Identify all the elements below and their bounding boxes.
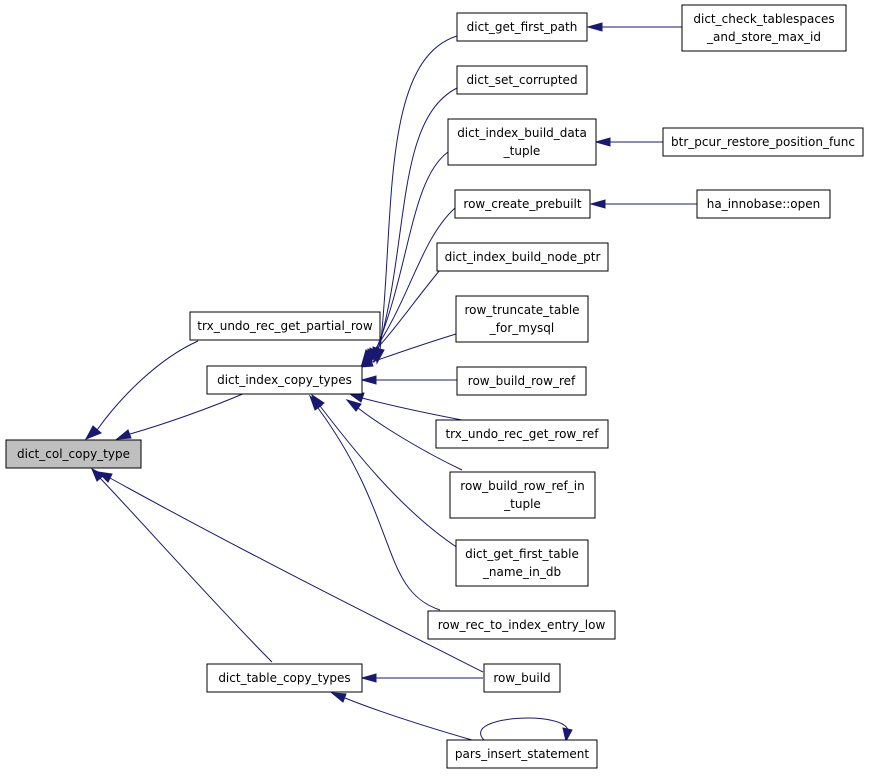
node-row-rec-to-index-entry-low[interactable]: row_rec_to_index_entry_low (427, 610, 616, 640)
node-label: row_build_row_ref (468, 374, 576, 388)
node-label: row_build (493, 671, 550, 685)
node-label-line1: dict_check_tablespaces (693, 12, 834, 26)
node-row-create-prebuilt[interactable]: row_create_prebuilt (454, 189, 591, 219)
node-dict-get-first-path[interactable]: dict_get_first_path (456, 12, 588, 42)
edge-pars-insert-statement-self-loop (480, 717, 573, 743)
edge-row-build-row-ref-to-dict-index-copy-types (360, 375, 457, 385)
node-dict-table-copy-types[interactable]: dict_table_copy_types (206, 663, 363, 693)
node-label-line2: _and_store_max_id (706, 30, 821, 44)
node-label-line2: _for_mysql (489, 321, 555, 335)
node-row-build[interactable]: row_build (483, 663, 561, 693)
edge-dict-get-first-table-name-in-db-to-dict-index-copy-types (310, 393, 459, 549)
node-dict-get-first-table-name-in-db[interactable]: dict_get_first_table _name_in_db (455, 539, 589, 587)
node-label: trx_undo_rec_get_partial_row (197, 319, 373, 333)
node-label-line1: row_build_row_ref_in (460, 479, 584, 493)
node-label: dict_index_copy_types (217, 373, 352, 387)
node-label: dict_col_copy_type (17, 447, 130, 461)
node-label: dict_index_build_node_ptr (445, 250, 601, 264)
node-label-line1: dict_index_build_data (457, 126, 587, 140)
node-dict-check-tablespaces-and-store-max-id[interactable]: dict_check_tablespaces _and_store_max_id (681, 4, 847, 52)
node-label: row_rec_to_index_entry_low (438, 618, 606, 632)
node-btr-pcur-restore-position-func[interactable]: btr_pcur_restore_position_func (662, 127, 864, 157)
node-label: dict_set_corrupted (466, 73, 577, 87)
edge-dict-table-copy-types-to-dict-col-copy-type (91, 467, 273, 663)
node-dict-index-build-node-ptr[interactable]: dict_index_build_node_ptr (436, 242, 609, 272)
node-label: ha_innobase::open (707, 197, 820, 211)
node-label: trx_undo_rec_get_row_ref (445, 427, 599, 441)
node-trx-undo-rec-get-row-ref[interactable]: trx_undo_rec_get_row_ref (435, 419, 609, 449)
edge-trx-undo-rec-get-row-ref-to-dict-index-copy-types (348, 392, 463, 421)
node-trx-undo-rec-get-partial-row[interactable]: trx_undo_rec_get_partial_row (189, 311, 381, 341)
edge-pars-insert-statement-to-dict-table-copy-types (330, 692, 473, 741)
edge-btr-pcur-restore-to-dict-index-build-data-tuple (594, 137, 663, 147)
node-dict-index-copy-types[interactable]: dict_index_copy_types (206, 365, 363, 395)
node-dict-set-corrupted[interactable]: dict_set_corrupted (456, 65, 588, 95)
node-label-line2: _name_in_db (482, 565, 561, 579)
node-label-line2: _tuple (503, 497, 541, 511)
node-label: btr_pcur_restore_position_func (671, 135, 855, 149)
node-dict-col-copy-type[interactable]: dict_col_copy_type (5, 439, 142, 469)
node-ha-innobase-open[interactable]: ha_innobase::open (696, 189, 831, 219)
node-dict-index-build-data-tuple[interactable]: dict_index_build_data _tuple (447, 118, 597, 166)
node-label: dict_table_copy_types (218, 671, 350, 685)
node-label: pars_insert_statement (455, 747, 589, 761)
edge-row-build-to-dict-col-copy-type (96, 471, 484, 673)
node-row-truncate-table-for-mysql[interactable]: row_truncate_table _for_mysql (455, 295, 589, 343)
node-label: row_create_prebuilt (463, 197, 581, 211)
node-pars-insert-statement[interactable]: pars_insert_statement (446, 739, 598, 769)
edge-row-build-to-dict-table-copy-types (360, 673, 483, 683)
node-label-line2: _tuple (503, 144, 541, 158)
edge-ha-innobase-open-to-row-create-prebuilt (589, 199, 697, 209)
node-label-line1: dict_get_first_table (465, 547, 579, 561)
node-row-build-row-ref[interactable]: row_build_row_ref (456, 366, 587, 396)
edge-row-build-row-ref-in-tuple-to-dict-index-copy-types (345, 399, 463, 471)
edge-row-truncate-table-to-dict-index-copy-types (358, 333, 457, 368)
edge-trx-undo-rec-get-partial-row-to-dict-col-copy-type (84, 340, 199, 440)
node-row-build-row-ref-in-tuple[interactable]: row_build_row_ref_in _tuple (449, 471, 596, 519)
node-label: dict_get_first_path (467, 20, 578, 34)
edge-dict-index-copy-types-to-dict-col-copy-type (115, 392, 246, 440)
edge-dict-check-tablespaces-to-dict-get-first-path (586, 22, 682, 32)
edge-dict-set-corrupted-to-dict-index-copy-types (372, 87, 458, 364)
edge-row-rec-to-index-entry-low-to-dict-index-copy-types (308, 394, 441, 611)
node-label-line1: row_truncate_table (464, 303, 579, 317)
edge-dict-index-build-node-ptr-to-dict-index-copy-types (361, 269, 441, 366)
